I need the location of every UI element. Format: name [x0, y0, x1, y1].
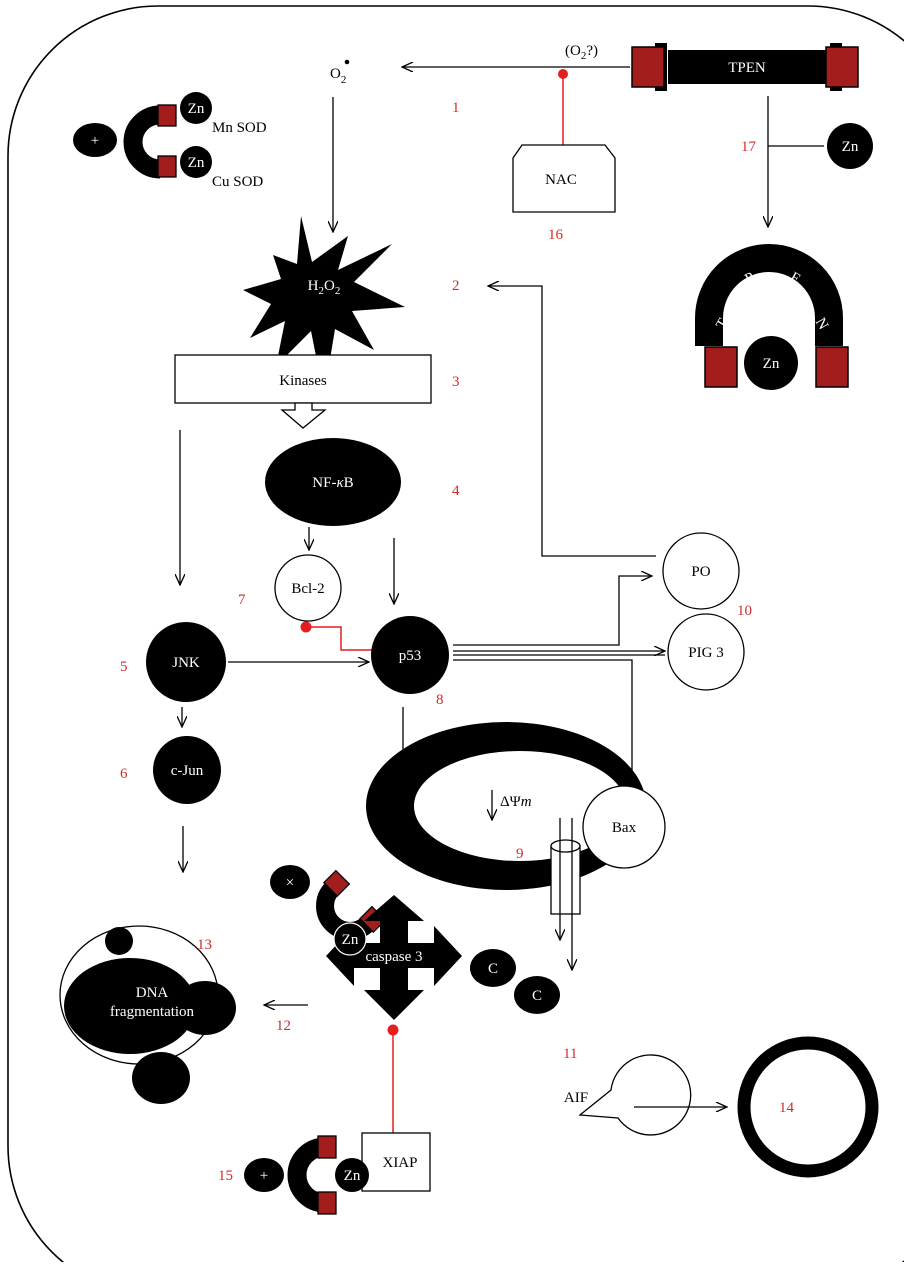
- xiap-label: XIAP: [382, 1155, 417, 1171]
- nac-label: NAC: [545, 172, 577, 188]
- bax-node: [582, 785, 666, 869]
- h2o2-label: H2O2: [308, 278, 341, 297]
- zinc-label: Zn: [188, 155, 205, 171]
- plus-ion-icon: [244, 1158, 284, 1192]
- plus-label: +: [260, 1168, 268, 1184]
- bcl2-inhibition-line: [306, 626, 372, 651]
- zinc-icon: [180, 146, 212, 178]
- h2o2-burst-icon: [243, 216, 405, 396]
- zinc-icon: [180, 92, 212, 124]
- jnk-label: JNK: [172, 655, 200, 671]
- cytochrome-c-label: C: [488, 961, 498, 977]
- bcl2-label: Bcl-2: [291, 581, 324, 597]
- times-label: ×: [286, 875, 294, 891]
- cjun-label: c-Jun: [171, 763, 204, 779]
- ion-channel-icon: [550, 839, 581, 915]
- step-number: 8: [436, 692, 444, 708]
- step-number: 16: [548, 227, 564, 243]
- jnk-node: [146, 622, 226, 702]
- pig3-node: [667, 613, 745, 691]
- zinc-label: Zn: [188, 101, 205, 117]
- step-number: 9: [516, 846, 524, 862]
- o2-question-label: (O2?): [565, 43, 598, 62]
- superoxide-label: O2: [330, 66, 346, 86]
- bax-label: Bax: [612, 820, 637, 836]
- step-number: 15: [218, 1168, 233, 1184]
- aif-label: AIF: [564, 1090, 588, 1106]
- xiap-box: [361, 1132, 431, 1192]
- inhibition-dot-icon: [300, 621, 312, 633]
- pig3-label: PIG 3: [688, 645, 723, 661]
- step-number: 10: [737, 603, 752, 619]
- step-number: 1: [452, 100, 460, 116]
- p53-label: p53: [399, 648, 422, 664]
- bcl2-node: [274, 554, 342, 622]
- horseshoe-icon: [123, 105, 161, 179]
- step-number: 17: [741, 139, 757, 155]
- nfkb-node: [265, 438, 401, 526]
- cu-sod-label: Cu SOD: [212, 174, 263, 190]
- times-ion-icon: [270, 865, 310, 899]
- zinc-icon: [335, 1158, 369, 1192]
- caspase3-label: caspase 3: [365, 949, 422, 965]
- cell-membrane: [7, 5, 904, 1267]
- plus-ion-icon: [73, 123, 117, 157]
- dna-label-line2: fragmentation: [110, 1004, 195, 1020]
- step-number: 3: [452, 374, 460, 390]
- nfkb-label: NF-κB: [312, 475, 353, 491]
- nucleus-icon: [59, 925, 236, 1104]
- inhibition-dot-icon: [387, 1024, 399, 1036]
- zinc-label: Zn: [763, 356, 780, 372]
- step-number: 4: [452, 483, 460, 499]
- step-number: 13: [197, 937, 212, 953]
- zinc-icon: [333, 922, 367, 956]
- step-number: 11: [563, 1046, 577, 1062]
- tpen-label: TPEN: [728, 60, 766, 76]
- caspase3-node: [326, 895, 462, 1020]
- dna-label-line1: DNA: [136, 985, 169, 1001]
- sod-group: + Zn Zn Mn SOD Cu SOD: [73, 92, 267, 190]
- membrane-potential-label: ΔΨm: [500, 794, 532, 810]
- kinases-label: Kinases: [279, 373, 327, 389]
- cytochrome-c-label: C: [532, 988, 542, 1004]
- plus-label: +: [91, 133, 99, 149]
- horseshoe-icon: [287, 1137, 326, 1213]
- step-number: 14: [779, 1100, 795, 1116]
- step-number: 12: [276, 1018, 291, 1034]
- ring-nucleus-icon: [737, 1036, 879, 1178]
- zinc-label: Zn: [842, 139, 859, 155]
- pacman-aif-icon: [578, 1054, 692, 1136]
- nac-box: [512, 144, 616, 213]
- inhibition-dot-icon: [558, 69, 568, 79]
- po-node: [662, 532, 740, 610]
- zinc-label: Zn: [344, 1168, 361, 1184]
- po-to-h2o2-arrow: [488, 286, 656, 557]
- step-number: 6: [120, 766, 128, 782]
- free-zinc-icon: [827, 123, 873, 169]
- kinases-hollow-arrow: [280, 402, 327, 429]
- step-number: 5: [120, 659, 128, 675]
- step-number: 7: [238, 592, 246, 608]
- zinc-chelated-arch-icon: Zn T P E N: [695, 244, 849, 390]
- p53-node: [371, 616, 449, 694]
- cjun-node: [153, 736, 221, 804]
- mn-sod-label: Mn SOD: [212, 120, 267, 136]
- step-number: 2: [452, 278, 460, 294]
- cytochrome-c-node: [514, 976, 560, 1014]
- po-label: PO: [691, 564, 710, 580]
- zinc-label: Zn: [342, 932, 359, 948]
- p53-output-lines: [453, 576, 665, 787]
- radical-dot-icon: [344, 59, 350, 65]
- tpen-chelator-icon: TPEN: [631, 43, 859, 91]
- step-numbers: 1 2 3 4 5 6 7 8 9 10 11 12 13 14 15 16 1…: [120, 100, 795, 1184]
- cytochrome-c-node: [470, 949, 516, 987]
